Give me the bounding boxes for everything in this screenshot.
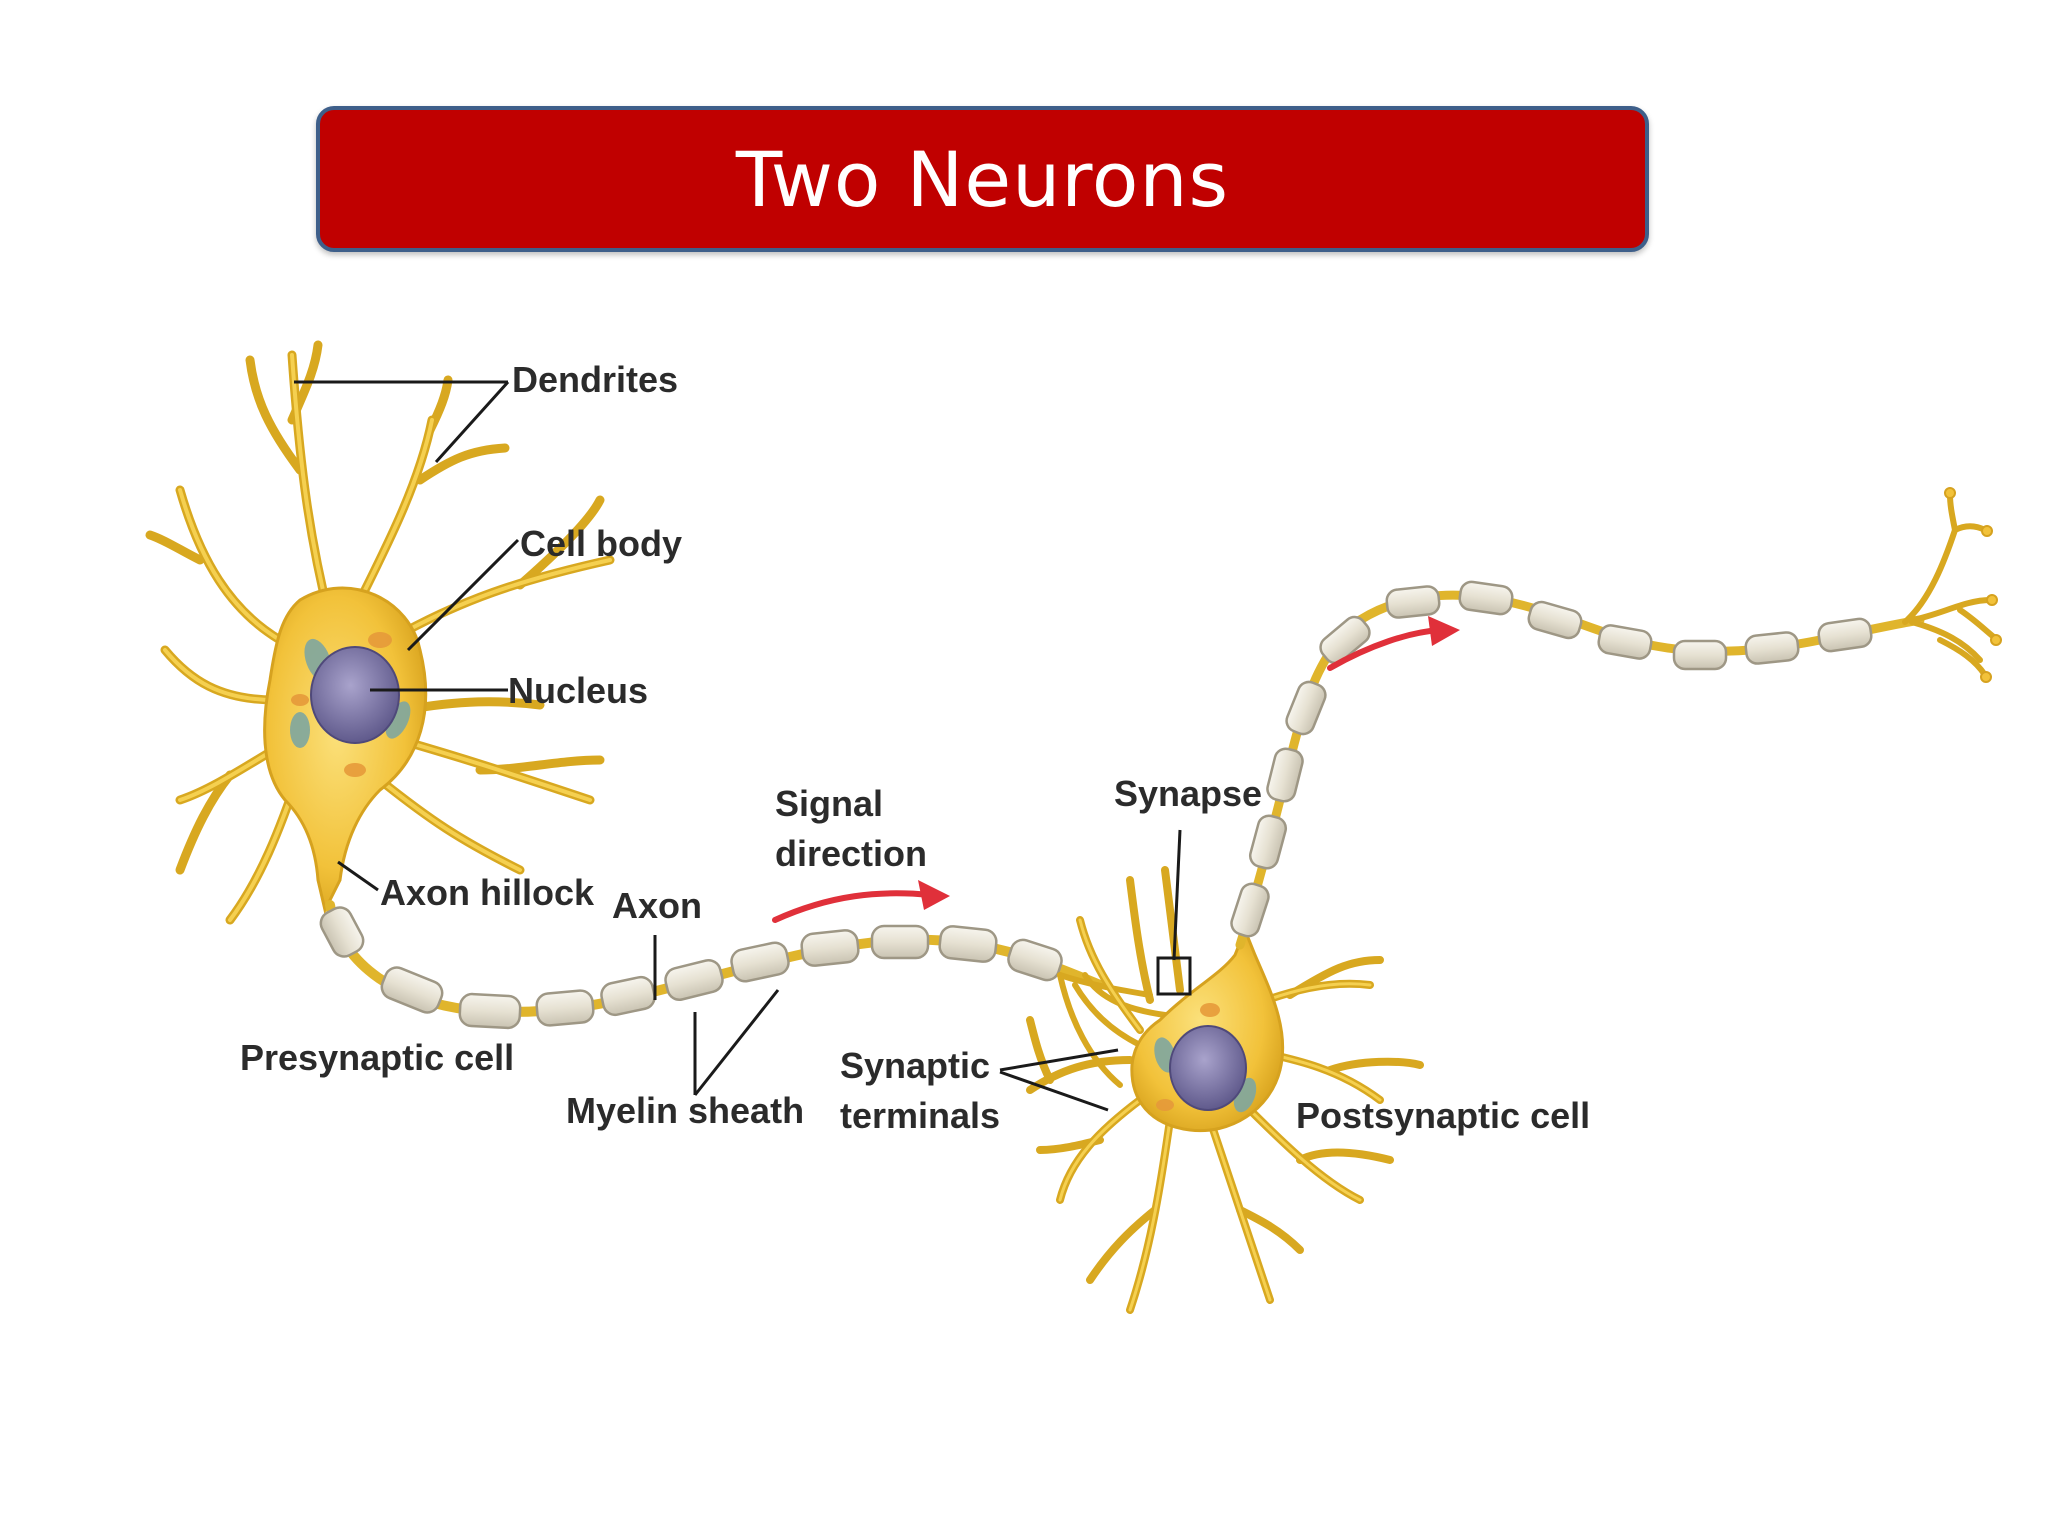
label-synapse: Synapse — [1114, 773, 1262, 814]
myelin-sheath-segments — [319, 906, 1063, 1030]
label-signal-direction-2: direction — [775, 833, 927, 874]
label-postsynaptic-cell: Postsynaptic cell — [1296, 1095, 1590, 1136]
postsynaptic-myelin-segments — [1230, 580, 1873, 938]
label-cell-body: Cell body — [520, 523, 682, 564]
signal-direction-arrow — [772, 890, 933, 923]
label-synaptic-terminals-1: Synaptic — [840, 1045, 990, 1086]
label-synaptic-terminals-2: terminals — [840, 1095, 1000, 1136]
label-presynaptic-cell: Presynaptic cell — [240, 1037, 514, 1078]
signal-arrowhead — [918, 880, 950, 910]
title-banner: Two Neurons — [316, 106, 1649, 252]
page-title: Two Neurons — [735, 134, 1230, 224]
presynaptic-cell-body — [263, 586, 428, 915]
output-arrowhead — [1428, 616, 1460, 646]
leader-lines — [294, 380, 1182, 1112]
postsynaptic-terminal-knobs — [1944, 487, 2002, 683]
label-axon: Axon — [612, 885, 702, 926]
label-dendrites: Dendrites — [512, 359, 678, 400]
presynaptic-nucleus — [310, 646, 400, 744]
label-signal-direction-1: Signal — [775, 783, 883, 824]
presynaptic-dendrites — [145, 340, 615, 925]
postsynaptic-axon-terminals — [1902, 492, 1998, 678]
postsynaptic-nucleus — [1169, 1025, 1247, 1111]
label-axon-hillock: Axon hillock — [380, 872, 595, 913]
postsynaptic-dendrites — [1026, 866, 1424, 1314]
label-nucleus: Nucleus — [508, 670, 648, 711]
label-myelin-sheath: Myelin sheath — [566, 1090, 804, 1131]
